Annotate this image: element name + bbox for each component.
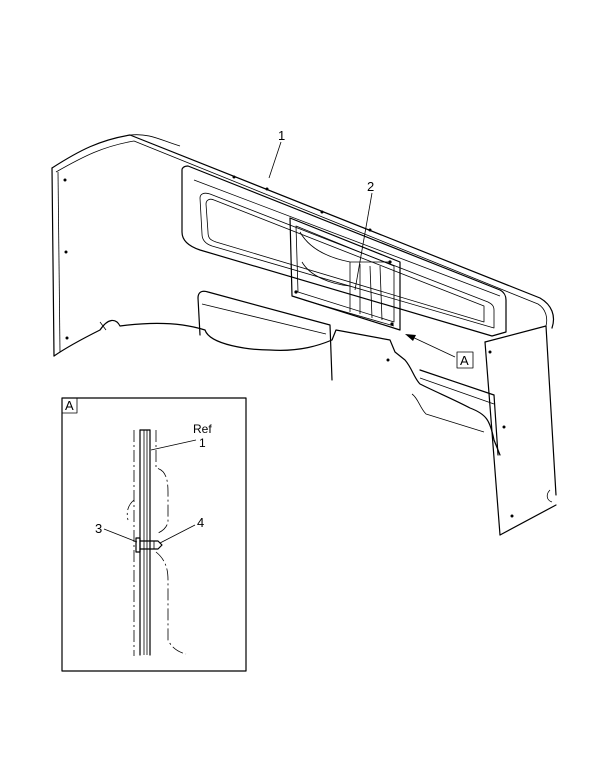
view-a-arrow: A (405, 334, 474, 369)
detail-ref-item: 1 (199, 436, 206, 450)
callout-4-label: 4 (197, 515, 204, 530)
window-recess (181, 165, 507, 337)
mounting-holes (63, 175, 514, 518)
detail-ref-text: Ref (193, 422, 212, 436)
callout-2: 2 (354, 179, 374, 291)
detail-a: A Ref 1 3 4 (61, 397, 247, 672)
vent-assembly (289, 217, 401, 331)
callout-1-label: 1 (278, 128, 285, 143)
callout-1: 1 (268, 128, 285, 179)
lower-recess (197, 290, 499, 456)
callout-3-label: 3 (95, 521, 102, 536)
callout-2-label: 2 (367, 179, 374, 194)
headliner-panel (51, 134, 557, 536)
view-a-flag: A (460, 353, 469, 368)
detail-a-flag: A (65, 398, 74, 413)
